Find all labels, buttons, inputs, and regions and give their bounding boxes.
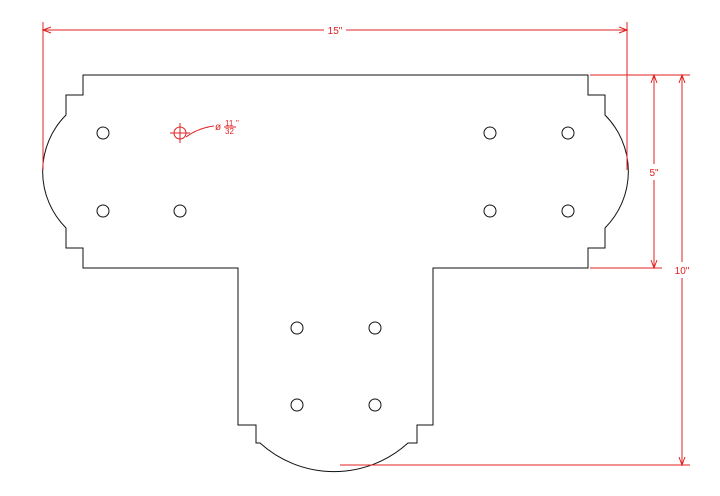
- total-height-arrow-bottom: [678, 456, 686, 467]
- plate-outline: [42, 74, 629, 473]
- width-arrow-right: [618, 26, 629, 34]
- short-height-arrow-bottom: [650, 259, 658, 270]
- width-arrow-left: [41, 26, 52, 34]
- bolt-hole: [561, 204, 575, 218]
- bolt-hole: [96, 126, 110, 140]
- bolt-hole: [561, 126, 575, 140]
- bolt-hole: [96, 204, 110, 218]
- hole-diameter-numerator: 11: [225, 119, 234, 128]
- total-height-dimension: 10": [340, 73, 690, 467]
- bolt-hole: [290, 398, 304, 412]
- short-height-arrow-top: [650, 73, 658, 84]
- bolt-hole: [290, 321, 304, 335]
- width-dimension-label: 15": [328, 26, 343, 37]
- hole-diameter-unit: ": [236, 119, 239, 128]
- width-dimension: 15": [41, 22, 629, 170]
- bolt-holes: [96, 126, 575, 412]
- total-height-dimension-label: 10": [675, 266, 690, 277]
- hole-diameter-denominator: 32: [225, 127, 234, 136]
- bolt-hole: [483, 126, 497, 140]
- bolt-hole: [368, 321, 382, 335]
- hole-diameter-symbol: ø: [215, 122, 221, 133]
- short-height-dimension: 5": [590, 73, 690, 270]
- hole-leader-line: [185, 125, 215, 138]
- dimensioned-hole: ø 11 32 ": [170, 119, 239, 143]
- bolt-hole: [173, 204, 187, 218]
- short-height-dimension-label: 5": [649, 168, 659, 179]
- total-height-arrow-top: [678, 73, 686, 84]
- bolt-hole: [368, 398, 382, 412]
- bolt-hole: [483, 204, 497, 218]
